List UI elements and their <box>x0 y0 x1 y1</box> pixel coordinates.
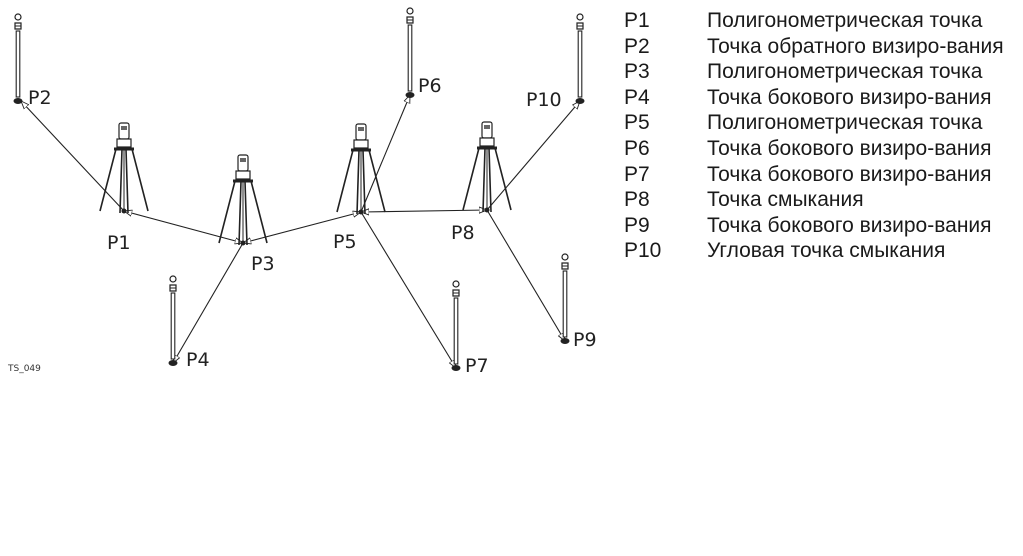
sight-line-p5-p8 <box>361 210 487 212</box>
legend-description: Полигонометрическая точка <box>707 60 983 84</box>
sight-line-p8-p10 <box>486 101 580 211</box>
traverse-diagram: P1 P2 P3 P4 P5 P6 P7 P8 P9 P10 TS_049 <box>7 7 597 377</box>
legend-key: P9 <box>624 213 650 237</box>
legend-key: P4 <box>624 85 650 109</box>
sight-line-p3-p5 <box>243 212 361 243</box>
legend-description: Точка смыкания <box>707 188 864 212</box>
legend-item: P10 Угловая точка смыкания <box>624 238 1019 264</box>
prism-pole-icon <box>574 13 586 105</box>
point-label: P9 <box>573 329 597 351</box>
legend-key: P3 <box>624 60 650 84</box>
tripod-icon <box>461 120 513 214</box>
tripod-icon <box>217 153 269 247</box>
legend-key: P10 <box>624 239 662 263</box>
point-label: P10 <box>526 89 562 111</box>
reflector-poles <box>12 7 586 372</box>
point-label: P6 <box>418 75 442 97</box>
legend-key: P7 <box>624 162 650 186</box>
legend-key: P6 <box>624 136 650 160</box>
sight-line-p5-p7 <box>360 211 456 368</box>
point-label: P2 <box>28 87 52 109</box>
point-label: P5 <box>333 231 357 253</box>
legend-key: P1 <box>624 9 650 32</box>
legend-key: P5 <box>624 111 650 135</box>
legend-item: P7 Точка бокового визиро-вания <box>624 162 1019 188</box>
legend-description: Полигонометрическая точка <box>707 9 983 32</box>
tripod-icon <box>98 121 150 215</box>
prism-pole-icon <box>12 13 24 105</box>
point-label: P7 <box>465 355 489 377</box>
legend-key: P8 <box>624 188 650 212</box>
point-label: P1 <box>107 232 131 254</box>
prism-pole-icon <box>559 253 571 345</box>
legend-item: P3 Полигонометрическая точка <box>624 59 1019 85</box>
sight-line-p8-p9 <box>486 209 565 341</box>
point-labels: P1 P2 P3 P4 P5 P6 P7 P8 P9 P10 <box>28 75 597 377</box>
legend-item: P5 Полигонометрическая точка <box>624 110 1019 136</box>
prism-pole-icon <box>167 275 179 367</box>
point-label: P4 <box>186 349 210 371</box>
sight-line-p5-p6 <box>360 95 411 213</box>
legend-description: Точка бокового визиро-вания <box>707 162 992 186</box>
figure-id: TS_049 <box>7 364 41 374</box>
sight-line-p3-p4 <box>173 242 244 363</box>
legend-description: Полигонометрическая точка <box>707 111 983 135</box>
legend-item: P4 Точка бокового визиро-вания <box>624 85 1019 111</box>
legend-description: Точка бокового визиро-вания <box>707 85 992 109</box>
legend-item: P2 Точка обратного визиро-вания <box>624 34 1019 60</box>
point-label: P3 <box>251 253 275 275</box>
legend-item: P6 Точка бокового визиро-вания <box>624 136 1019 162</box>
prism-pole-icon <box>450 280 462 372</box>
legend-description: Точка обратного визиро-вания <box>707 34 1004 58</box>
legend-description: Точка бокового визиро-вания <box>707 213 992 237</box>
legend-description: Угловая точка смыкания <box>707 239 946 263</box>
legend-item: P9 Точка бокового визиро-вания <box>624 213 1019 239</box>
tripod-icon <box>335 122 387 216</box>
legend-item: P1 Полигонометрическая точка <box>624 8 1019 34</box>
sight-line-p1-p2 <box>21 101 125 212</box>
sight-lines <box>21 95 580 368</box>
sight-line-p1-p3 <box>124 211 243 243</box>
point-label: P8 <box>451 222 475 244</box>
legend-key: P2 <box>624 34 650 58</box>
legend: P1 Полигонометрическая точка P2 Точка об… <box>624 8 1019 264</box>
legend-item: P8 Точка смыкания <box>624 187 1019 213</box>
legend-description: Точка бокового визиро-вания <box>707 136 992 160</box>
prism-pole-icon <box>404 7 416 99</box>
